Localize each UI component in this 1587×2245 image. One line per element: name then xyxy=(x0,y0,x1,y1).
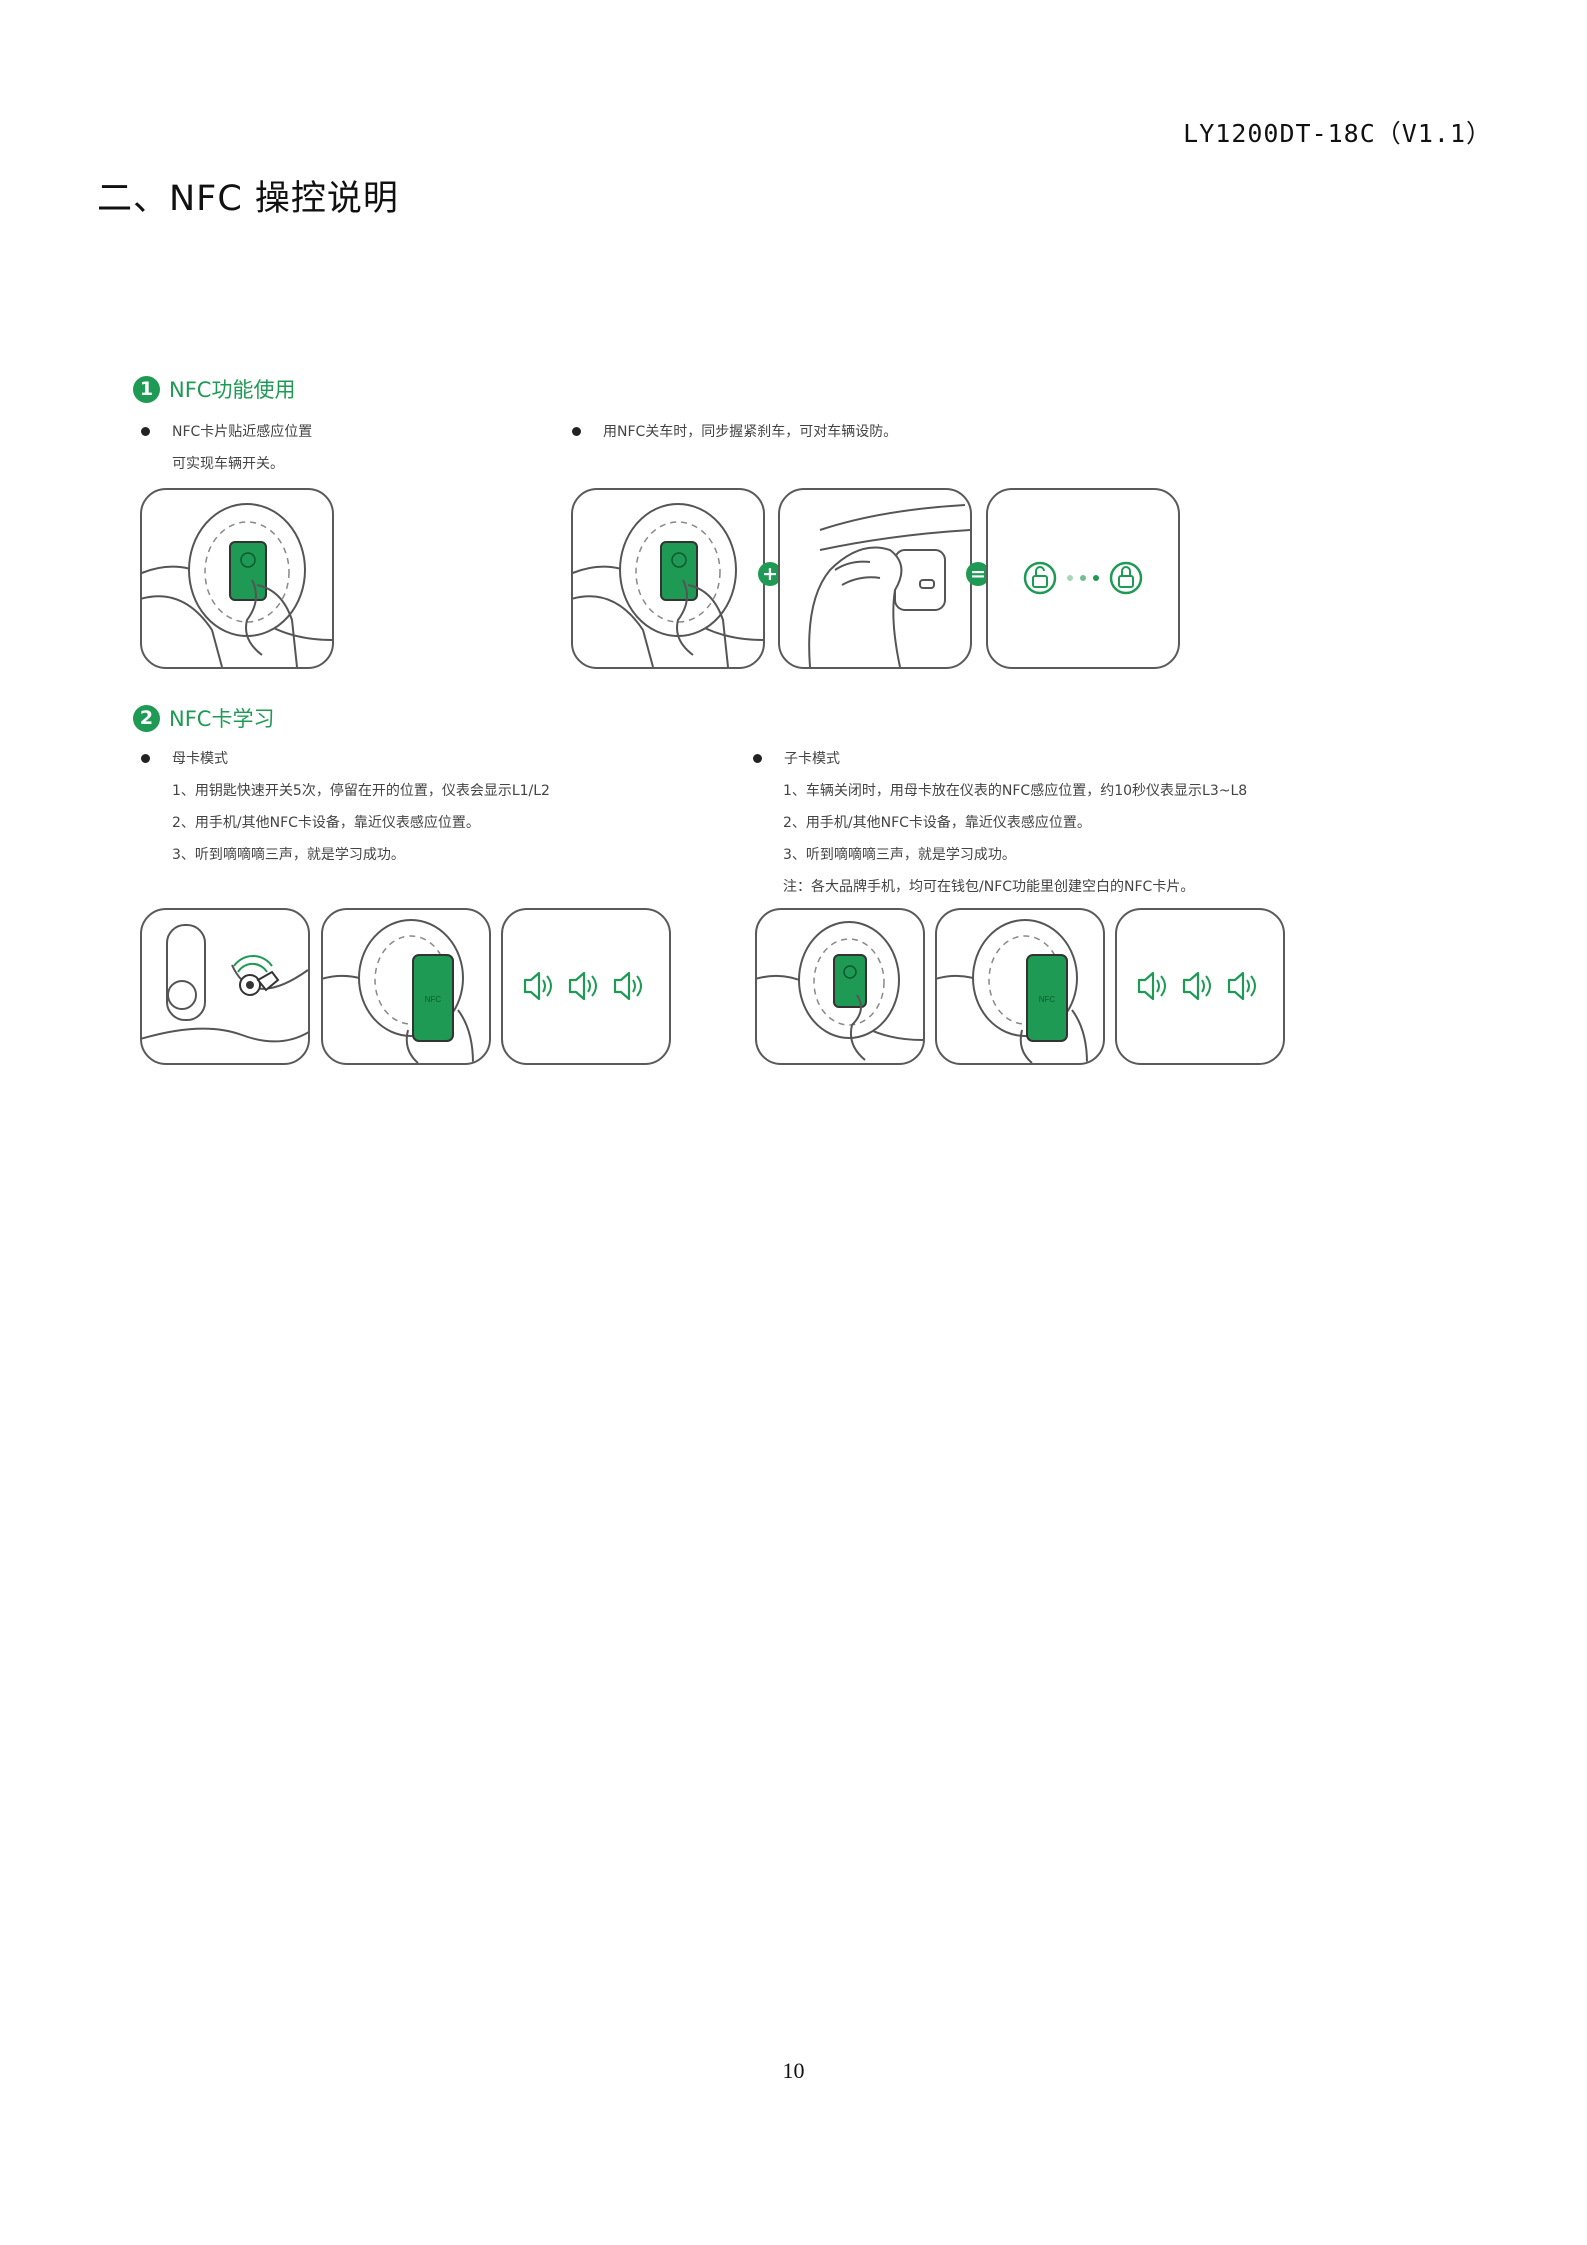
sub-step-2: 2、用手机/其他NFC卡设备，靠近仪表感应位置。 xyxy=(783,815,1091,831)
illustration-key-switch xyxy=(140,908,310,1065)
card-tap-illustration xyxy=(757,921,923,1061)
illustration-beep-master xyxy=(501,908,671,1065)
illustration-phone-tap-sub: NFC xyxy=(935,908,1105,1065)
phone-tap-illustration: NFC xyxy=(937,919,1088,1063)
card-tap-illustration xyxy=(142,503,332,667)
part1-left-bullet: NFC卡片贴近感应位置 xyxy=(141,421,312,441)
master-step-1: 1、用钥匙快速开关5次，停留在开的位置，仪表会显示L1/L2 xyxy=(172,783,550,799)
part1-right-bullet: 用NFC关车时，同步握紧刹车，可对车辆设防。 xyxy=(572,421,897,441)
bullet-dot xyxy=(141,426,150,436)
unlock-icon xyxy=(1023,561,1057,595)
lock-icon xyxy=(1109,561,1143,595)
key-switch-illustration xyxy=(142,924,308,1043)
part1-title: NFC功能使用 xyxy=(169,378,296,402)
sub-mode-heading: 子卡模式 xyxy=(784,751,840,767)
section-title: 二、NFC 操控说明 xyxy=(97,179,399,219)
phone-nfc-label: NFC xyxy=(425,995,442,1004)
part1-number-badge: 1 xyxy=(133,375,160,403)
lock-transition-illustration xyxy=(1023,561,1143,595)
speaker-icon xyxy=(1182,971,1211,1001)
document-code: LY1200DT-18C（V1.1） xyxy=(1183,119,1492,148)
part2-heading: 2 NFC卡学习 xyxy=(133,703,274,733)
illustration-lock-state xyxy=(986,488,1180,669)
illustration-brake-grip xyxy=(778,488,972,669)
master-mode-bullet: 母卡模式 xyxy=(141,748,228,768)
card-lock-illustration xyxy=(573,503,763,667)
sub-step-1: 1、车辆关闭时，用母卡放在仪表的NFC感应位置，约10秒仪表显示L3~L8 xyxy=(783,783,1248,799)
illustration-card-lock xyxy=(571,488,765,669)
part2-title: NFC卡学习 xyxy=(169,707,275,731)
illustration-card-tap xyxy=(140,488,334,669)
speaker-icon xyxy=(1227,971,1256,1001)
beep-icons xyxy=(1137,971,1256,1001)
speaker-icon xyxy=(613,971,642,1001)
illustration-card-tap-sub xyxy=(755,908,925,1065)
phone-nfc-label: NFC xyxy=(1039,995,1056,1004)
phone-tap-illustration: NFC xyxy=(323,919,474,1063)
illustration-beep-sub xyxy=(1115,908,1285,1065)
sub-step-3: 3、听到嘀嘀嘀三声，就是学习成功。 xyxy=(783,847,1016,863)
part1-right-text: 用NFC关车时，同步握紧刹车，可对车辆设防。 xyxy=(603,424,898,440)
speaker-icon xyxy=(523,971,552,1001)
bullet-dot xyxy=(572,426,581,436)
illustration-phone-tap-master: NFC xyxy=(321,908,491,1065)
speaker-icon xyxy=(1137,971,1166,1001)
sub-note: 注：各大品牌手机，均可在钱包/NFC功能里创建空白的NFC卡片。 xyxy=(783,879,1195,895)
part2-number-badge: 2 xyxy=(133,704,160,732)
part1-left-line1: NFC卡片贴近感应位置 xyxy=(172,424,313,440)
bullet-dot xyxy=(141,753,150,763)
part1-left-line2: 可实现车辆开关。 xyxy=(172,456,284,472)
page-number: 10 xyxy=(782,2058,805,2083)
beep-icons xyxy=(523,971,642,1001)
part1-heading: 1 NFC功能使用 xyxy=(133,374,295,404)
master-step-3: 3、听到嘀嘀嘀三声，就是学习成功。 xyxy=(172,847,405,863)
bullet-dot xyxy=(753,753,762,763)
speaker-icon xyxy=(568,971,597,1001)
brake-grip-illustration xyxy=(808,504,970,667)
master-mode-heading: 母卡模式 xyxy=(172,751,228,767)
master-step-2: 2、用手机/其他NFC卡设备，靠近仪表感应位置。 xyxy=(172,815,480,831)
sub-mode-bullet: 子卡模式 xyxy=(753,748,840,768)
